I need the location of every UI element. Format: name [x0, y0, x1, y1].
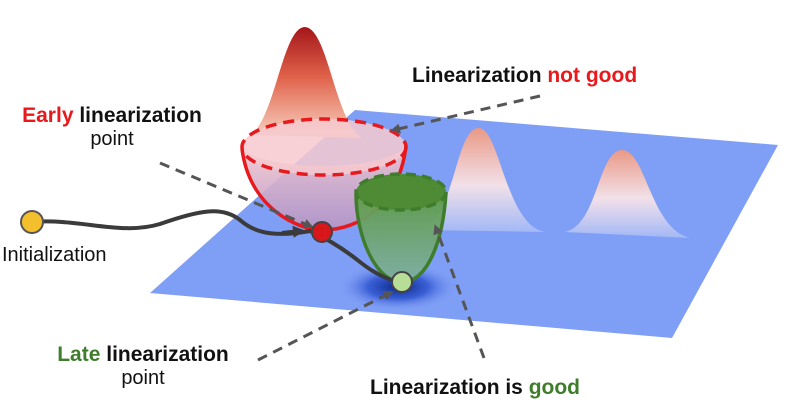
bump-middle [420, 127, 545, 232]
early-linearization-point [311, 221, 333, 243]
trajectory-arrow [281, 225, 305, 238]
label-early-rest: linearization [73, 104, 202, 127]
label-not-good: Linearization not good [412, 64, 637, 88]
label-late: Late linearization point [44, 343, 242, 390]
arrow-late [257, 291, 394, 362]
label-late-highlight: Late [57, 343, 101, 366]
label-not-good-prefix: Linearization [412, 64, 548, 87]
early-bowl-top [240, 117, 408, 177]
label-late-rest: linearization [100, 343, 229, 366]
label-is-good-prefix: Linearization is [370, 376, 529, 399]
arrow-is-good [433, 224, 486, 359]
late-bowl-body [356, 193, 446, 282]
initialization-point [20, 210, 44, 234]
label-early-line2: point [90, 128, 134, 151]
label-early: Early linearization point [10, 104, 214, 151]
tall-peak [250, 26, 362, 138]
label-is-good: Linearization is good [370, 376, 580, 400]
arrow-not-good [390, 94, 541, 134]
bump-right [565, 150, 690, 238]
label-initialization: Initialization [2, 244, 107, 266]
label-is-good-highlight: good [528, 376, 581, 399]
label-late-line2: point [121, 367, 165, 390]
optimization-trajectory [30, 209, 404, 285]
late-linearization-point [391, 271, 413, 293]
label-not-good-highlight: not good [547, 64, 638, 87]
label-early-highlight: Early [22, 104, 74, 127]
late-bowl-top [354, 172, 448, 212]
